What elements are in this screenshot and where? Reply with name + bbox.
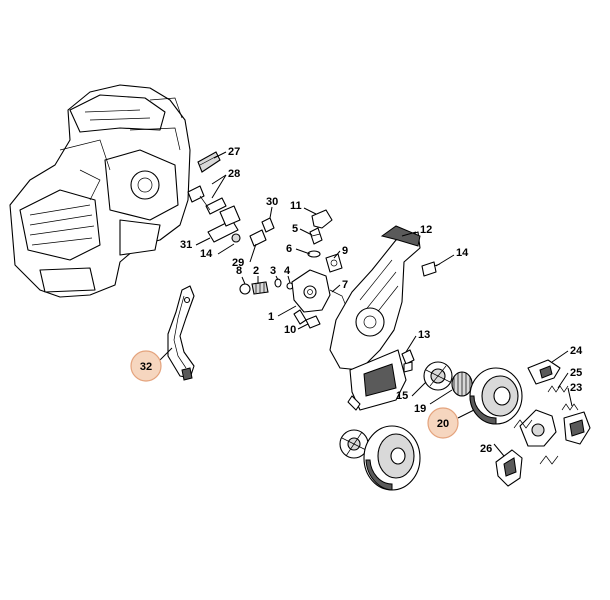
part-25-spring [547, 385, 569, 393]
part-19-bearing [451, 371, 473, 397]
callout-25: 25 [570, 367, 582, 379]
callout-9: 9 [342, 245, 348, 257]
callout-8: 8 [236, 265, 242, 277]
callout-labels: 27 28 30 11 12 14 31 14 29 5 6 9 8 2 3 4… [180, 146, 583, 455]
part-13-screw [401, 349, 415, 373]
part-29-sleeve [249, 229, 267, 247]
part-12-cover [329, 225, 421, 411]
lower-sprocket [339, 429, 369, 459]
highlight-label-20: 20 [437, 418, 449, 430]
clutch-carrier [519, 409, 557, 447]
callout-24: 24 [570, 345, 583, 357]
part-24-clutch-shoe [527, 359, 561, 385]
callout-1: 1 [268, 311, 274, 323]
callout-14-right: 14 [456, 247, 469, 259]
part-27-pad [197, 151, 221, 173]
part-31-bracket [207, 205, 241, 243]
part-30-clip [261, 217, 275, 233]
lower-clutch-drum [363, 425, 421, 491]
callout-28: 28 [228, 168, 240, 180]
callout-11: 11 [290, 200, 302, 212]
highlight-32[interactable]: 32 [130, 350, 162, 382]
part-9-cap [325, 253, 343, 273]
highlight-20[interactable]: 20 [427, 407, 459, 439]
part-32-guard [167, 285, 195, 381]
part-11-lever [311, 209, 333, 229]
callout-31: 31 [180, 239, 192, 251]
part-7-hose [329, 289, 347, 307]
callout-2: 2 [253, 265, 259, 277]
part-5-screw [309, 227, 323, 245]
part-6-oring [307, 250, 321, 258]
callout-23: 23 [570, 382, 582, 394]
part-28-stud [187, 185, 227, 215]
callout-13: 13 [418, 329, 430, 341]
callout-27: 27 [228, 146, 240, 158]
part-15-rim-sprocket [423, 361, 453, 391]
callout-15: 15 [396, 390, 408, 402]
callout-7: 7 [342, 279, 348, 291]
callout-3: 3 [270, 265, 276, 277]
callout-6: 6 [286, 243, 292, 255]
part-14-screw-right [421, 261, 441, 277]
callout-14-left: 14 [200, 248, 213, 260]
leader-lines [155, 151, 573, 457]
part-26-clutch-shoes [495, 411, 591, 487]
highlight-label-32: 32 [140, 361, 152, 373]
callout-5: 5 [292, 223, 298, 235]
part-10-screw [305, 315, 321, 329]
callout-12: 12 [420, 224, 432, 236]
part-8-ball [239, 283, 251, 295]
callout-4: 4 [284, 265, 291, 277]
callout-26: 26 [480, 443, 492, 455]
part-2-pin [251, 281, 269, 295]
part-23-spring [561, 403, 579, 411]
part-3-washer [274, 278, 282, 288]
callout-19: 19 [414, 403, 426, 415]
callout-10: 10 [284, 324, 296, 336]
engine-block [9, 84, 191, 298]
part-1-pump-housing [291, 269, 331, 325]
part-20-clutch-drum [469, 367, 523, 425]
callout-30: 30 [266, 196, 278, 208]
callout-29: 29 [232, 257, 244, 269]
